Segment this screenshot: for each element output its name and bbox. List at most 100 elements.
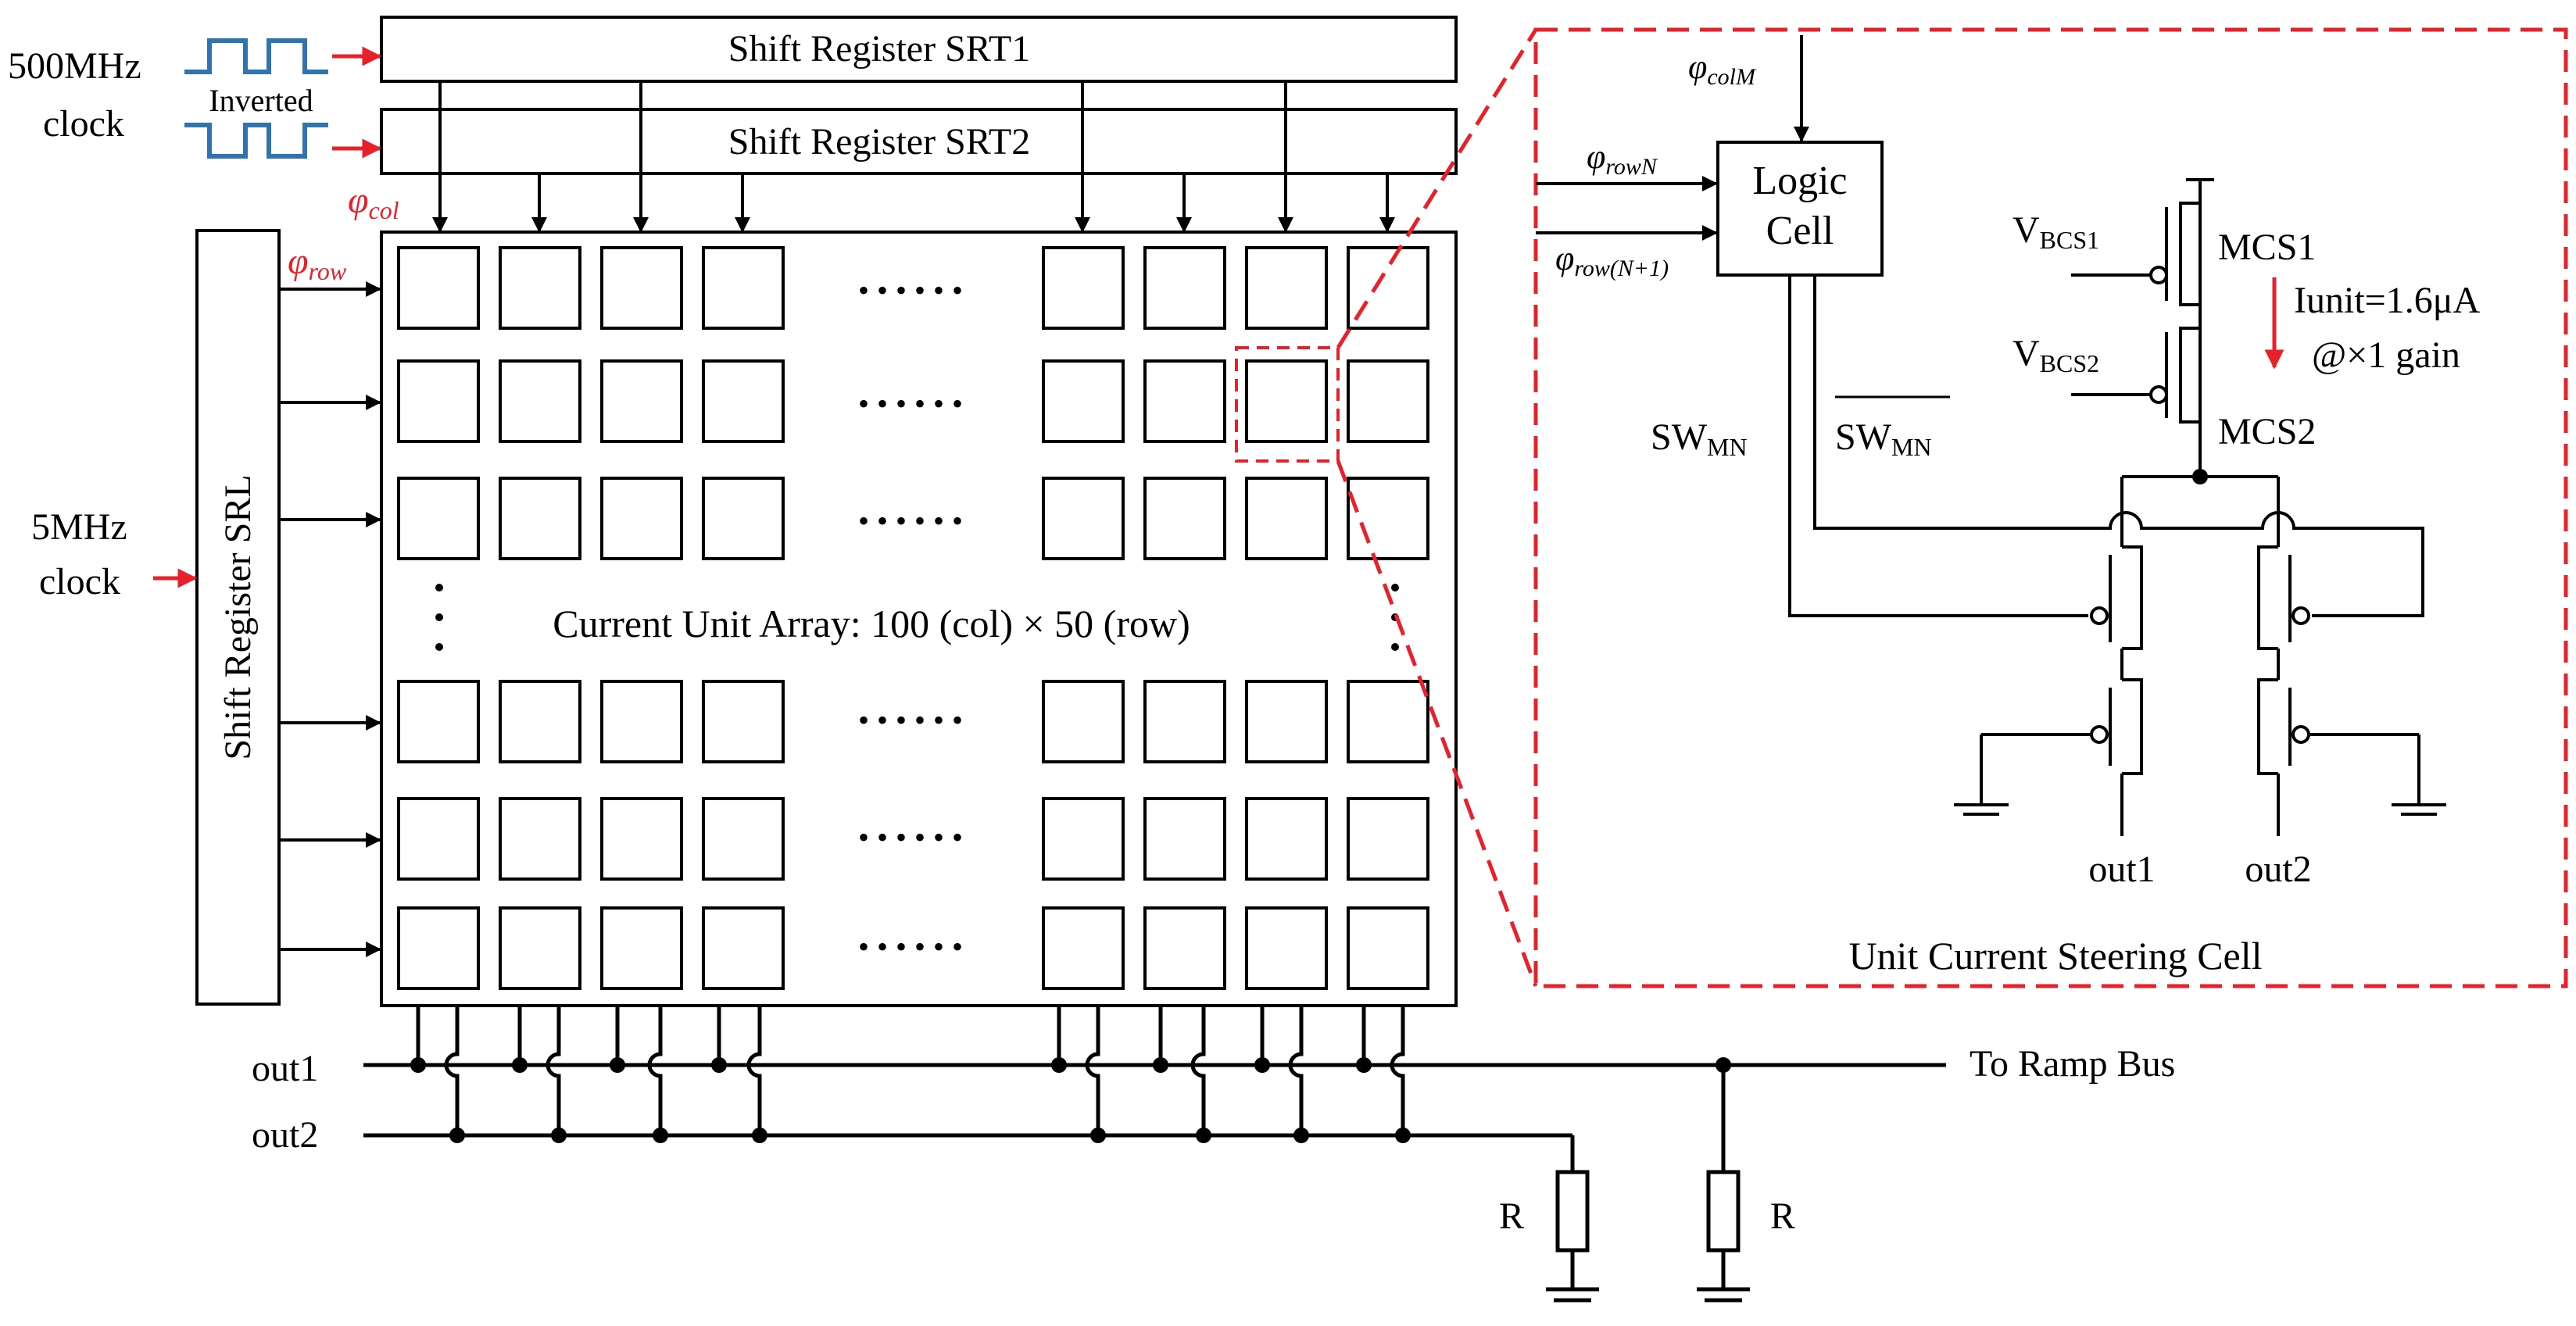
array-title: Current Unit Array: 100 (col) × 50 (row)	[553, 602, 1190, 645]
cell-out1-label: out1	[2088, 849, 2155, 890]
unit-cell	[397, 906, 480, 990]
resistor-out2	[1546, 1135, 1599, 1303]
resistor-out2-label: R	[1499, 1196, 1524, 1237]
fast-clock-word: clock	[43, 103, 124, 145]
unit-cell	[702, 680, 785, 763]
gate-bubbles	[2090, 266, 2310, 744]
unit-cell	[397, 477, 480, 560]
logic-inputs	[1536, 35, 1809, 241]
unit-cell	[702, 359, 785, 443]
unit-cell	[1143, 680, 1226, 763]
clock-waveform-icon	[184, 38, 328, 74]
unit-cell	[1347, 797, 1429, 881]
unit-cell	[600, 680, 683, 763]
unit-cell-border	[1533, 27, 2568, 988]
current-unit-array: Current Unit Array: 100 (col) × 50 (row)…	[380, 231, 1458, 1007]
unit-cell	[1245, 680, 1328, 763]
unit-cell	[1245, 359, 1328, 443]
srt1-label: Shift Register SRT1	[728, 28, 1030, 70]
unit-cell	[1245, 477, 1328, 560]
unit-cell	[1347, 680, 1429, 763]
out2-bus-label: out2	[252, 1114, 318, 1156]
gain-label: @×1 gain	[2312, 334, 2460, 376]
cell-wiring	[1788, 178, 2446, 836]
unit-cells	[397, 246, 1429, 990]
logic-cell-line2: Cell	[1766, 209, 1834, 253]
logic-cell-box	[1716, 141, 1884, 277]
phi-rowN1-label: φrow(N+1)	[1555, 239, 1669, 281]
unit-cell	[702, 906, 785, 990]
ramp-bus-label: To Ramp Bus	[1970, 1043, 2175, 1085]
shift-register-srt2: Shift Register SRT2	[380, 108, 1458, 175]
unit-cell	[1347, 906, 1429, 990]
shift-register-srl: Shift Register SRL	[195, 229, 281, 1006]
unit-cell	[499, 680, 581, 763]
cell-out2-label: out2	[2245, 849, 2311, 890]
mcs2-label: MCS2	[2218, 411, 2316, 452]
unit-cell	[702, 477, 785, 560]
fast-clock-value: 500MHz	[8, 45, 141, 87]
zoom-connectors	[1336, 28, 1538, 987]
highlighted-cell	[1235, 346, 1340, 463]
unit-cell	[702, 797, 785, 881]
unit-cell	[1143, 359, 1226, 443]
sw-label: SWMN	[1651, 416, 1748, 461]
phi-colM-label: φcolM	[1688, 48, 1757, 90]
unit-cell	[1245, 246, 1328, 330]
resistor-out1	[1697, 1065, 1750, 1303]
column-select-arrows	[432, 81, 1395, 233]
phi-col-label: φcol	[348, 180, 399, 224]
slow-clock-word: clock	[39, 561, 120, 602]
unit-cell	[1042, 906, 1125, 990]
unit-cell	[1042, 359, 1125, 443]
svg-text:• • • • • •: • • • • • •	[858, 702, 963, 738]
logic-cell-line1: Logic	[1752, 159, 1847, 203]
swbar-label: SWMN	[1835, 416, 1932, 461]
resistor-out1-label: R	[1770, 1196, 1795, 1237]
unit-cell	[397, 797, 480, 881]
unit-cell	[1042, 246, 1125, 330]
unit-cell	[1042, 477, 1125, 560]
svg-text:• • • • • •: • • • • • •	[858, 386, 963, 421]
unit-cell	[702, 246, 785, 330]
svg-text:• • • • • •: • • • • • •	[858, 929, 963, 964]
vbcs1-label: VBCS1	[2012, 209, 2099, 254]
unit-cell	[397, 680, 480, 763]
inverted-label: Inverted	[209, 83, 313, 118]
unit-cell	[499, 477, 581, 560]
unit-cell	[600, 906, 683, 990]
unit-cell	[499, 797, 581, 881]
slow-clock-value: 5MHz	[31, 506, 127, 548]
unit-cell	[600, 359, 683, 443]
mcs1-label: MCS1	[2218, 227, 2316, 268]
phi-rowN-label: φrowN	[1587, 138, 1658, 180]
phi-row-label: φrow	[288, 241, 347, 285]
svg-text:• • • • • •: • • • • • •	[858, 820, 963, 855]
unit-cell	[1042, 680, 1125, 763]
iunit-label: Iunit=1.6μA	[2294, 280, 2480, 321]
unit-cell	[397, 359, 480, 443]
svg-text:• • • • • •: • • • • • •	[858, 273, 963, 308]
unit-cell	[1245, 906, 1328, 990]
unit-cell	[1042, 797, 1125, 881]
inverted-clock-waveform-icon	[184, 123, 328, 159]
unit-cell	[600, 477, 683, 560]
unit-cell	[1347, 477, 1429, 560]
unit-cell	[1347, 246, 1429, 330]
unit-cell-caption: Unit Current Steering Cell	[1848, 934, 2262, 978]
unit-cell	[1347, 359, 1429, 443]
unit-cell	[1245, 797, 1328, 881]
vbcs2-label: VBCS2	[2012, 333, 2099, 377]
unit-cell	[499, 906, 581, 990]
unit-cell	[600, 797, 683, 881]
unit-cell	[499, 246, 581, 330]
out1-bus-label: out1	[252, 1048, 318, 1089]
horizontal-ellipses: • • • • • • • • • • • • • • • • • • • • …	[858, 273, 963, 964]
unit-cell	[1143, 906, 1226, 990]
srt2-label: Shift Register SRT2	[728, 121, 1030, 163]
unit-cell	[1143, 797, 1226, 881]
svg-text:• • • • • •: • • • • • •	[858, 503, 963, 538]
output-buses	[363, 1006, 1946, 1138]
unit-cell	[1143, 477, 1226, 560]
